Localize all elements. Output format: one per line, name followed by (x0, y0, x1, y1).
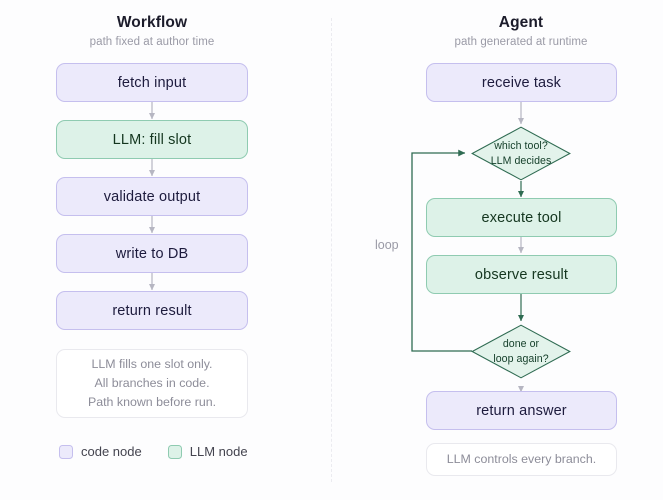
code-node-swatch-icon (59, 444, 73, 459)
workflow-note-line-2: All branches in code. (94, 376, 210, 390)
workflow-note-line-3: Path known before run. (87, 395, 217, 409)
agent-note: LLM controls every branch. (426, 443, 617, 476)
workflow-title: Workflow (116, 14, 188, 31)
agent-node-execute-tool[interactable]: execute tool (426, 198, 617, 237)
column-divider (331, 18, 332, 482)
workflow-subtitle: path fixed at author time (89, 36, 215, 48)
node-label: return answer (476, 402, 567, 419)
node-label: execute tool (481, 209, 562, 226)
legend-label: code node (81, 444, 142, 459)
workflow-note: LLM fills one slot only. All branches in… (56, 349, 248, 418)
node-label: observe result (474, 266, 569, 283)
agent-node-observe-result[interactable]: observe result (426, 255, 617, 294)
agent-decision-which-tool[interactable]: which tool? LLM decides (471, 126, 571, 181)
agent-title: Agent (498, 14, 544, 31)
agent-node-return-answer[interactable]: return answer (426, 391, 617, 430)
loop-label: loop (375, 238, 399, 252)
legend-item-code-node: code node (59, 444, 142, 459)
decision-line-1: done or (502, 338, 540, 350)
decision-text: done or loop again? (493, 337, 548, 366)
workflow-node-write-to-db[interactable]: write to DB (56, 234, 248, 273)
node-label: fetch input (117, 74, 187, 91)
workflow-note-line-1: LLM fills one slot only. (91, 357, 213, 371)
node-label: receive task (481, 74, 562, 91)
agent-subtitle: path generated at runtime (454, 36, 588, 48)
workflow-node-validate-output[interactable]: validate output (56, 177, 248, 216)
node-label: return result (112, 302, 192, 319)
node-label: validate output (103, 188, 201, 205)
llm-node-swatch-icon (167, 444, 182, 459)
node-label: write to DB (115, 245, 189, 262)
diamond-shape-icon (471, 324, 571, 379)
diamond-shape-icon (471, 126, 571, 181)
node-label: LLM: fill slot (112, 131, 192, 148)
legend: code node LLM node (59, 444, 248, 459)
workflow-node-llm-fill-slot[interactable]: LLM: fill slot (56, 120, 248, 159)
agent-note-line-1: LLM controls every branch. (446, 452, 597, 466)
workflow-node-fetch-input[interactable]: fetch input (56, 63, 248, 102)
decision-text: which tool? LLM decides (491, 139, 552, 168)
agent-decision-done-or-loop[interactable]: done or loop again? (471, 324, 571, 379)
legend-item-llm-node: LLM node (167, 444, 248, 459)
legend-label: LLM node (189, 444, 248, 459)
agent-node-receive-task[interactable]: receive task (426, 63, 617, 102)
decision-line-1: which tool? (494, 140, 548, 152)
decision-line-2: LLM decides (490, 154, 552, 167)
decision-line-2: loop again? (493, 352, 549, 365)
workflow-node-return-result[interactable]: return result (56, 291, 248, 330)
